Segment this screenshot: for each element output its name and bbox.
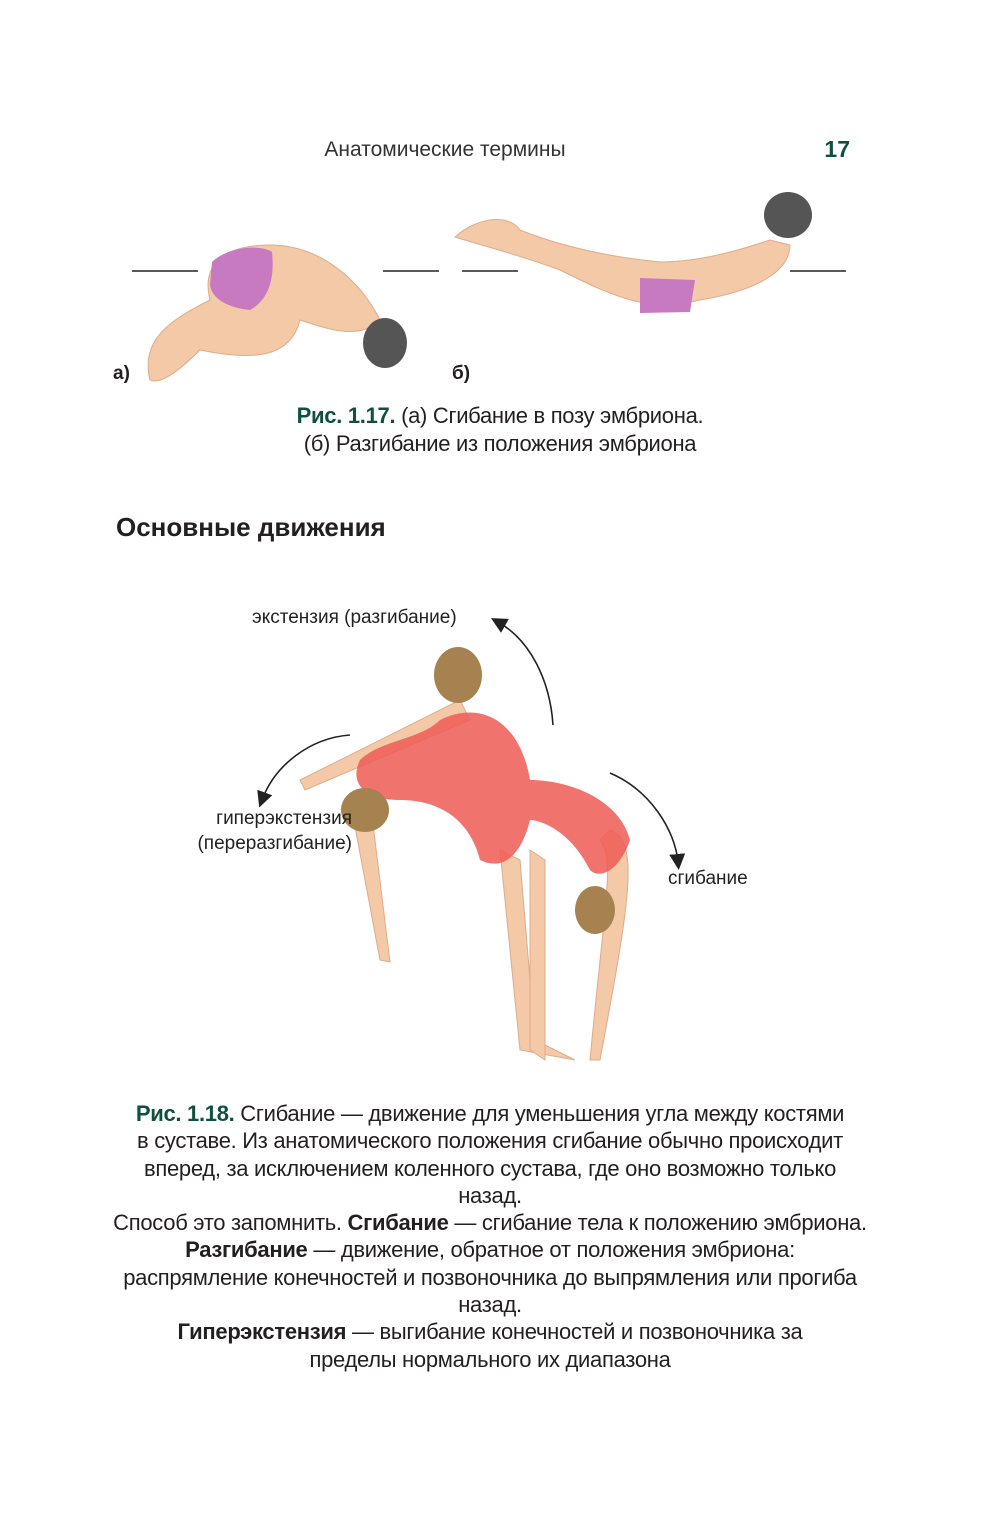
figure-1-17-illustration <box>132 192 846 382</box>
caption-ref: Рис. 1.18. <box>135 1101 235 1126</box>
caption-p2d: — движение, обратное от положения эмбрио… <box>123 1237 857 1318</box>
section-title: Основные движения <box>116 512 386 542</box>
label-flexion: сгибание <box>668 868 748 889</box>
caption-p3c: — выгибание конечностей и позвоночника з… <box>309 1319 803 1372</box>
label-hyperextension-line2: (переразгибание) <box>197 833 352 854</box>
figure-1-18-illustration <box>257 618 686 1061</box>
running-title: Анатомические термины <box>324 138 566 161</box>
extension-figure <box>454 192 812 313</box>
leotard <box>356 712 630 874</box>
term-hyperextension: Гиперэкстензия <box>177 1319 347 1345</box>
figure-1-18-caption: Рис. 1.18. Сгибание — движение для умень… <box>100 1100 880 1373</box>
label-hyperextension: гиперэкстензия (переразгибание) <box>150 806 352 856</box>
standing-figure <box>299 699 629 1061</box>
term-extension: Разгибание <box>185 1237 308 1263</box>
page-number: 17 <box>824 136 850 162</box>
figure-1-17-caption: Рис. 1.17. (а) Сгибание в позу эмбриона.… <box>150 402 850 458</box>
label-hyperextension-line1: гиперэкстензия <box>216 808 352 829</box>
term-flexion: Сгибание <box>347 1210 449 1236</box>
caption-p2a: Способ это запомнить. <box>113 1210 342 1236</box>
caption-p1: Сгибание — движение для уменьшения угла … <box>137 1101 845 1208</box>
panel-a-label: а) <box>113 363 130 384</box>
caption-ref: Рис. 1.17. <box>296 403 396 428</box>
caption-p2c: — сгибание тела к положению эмбриона. <box>454 1210 867 1236</box>
panel-b-label: б) <box>452 363 471 384</box>
motion-arrows <box>257 618 686 870</box>
caption-text: (а) Сгибание в позу эмбриона. <box>401 403 704 428</box>
label-extension: экстензия (разгибание) <box>252 607 457 628</box>
fetal-position-figure <box>147 244 407 382</box>
hair <box>434 647 482 703</box>
caption-text: (б) Разгибание из положения эмбриона <box>303 431 697 456</box>
